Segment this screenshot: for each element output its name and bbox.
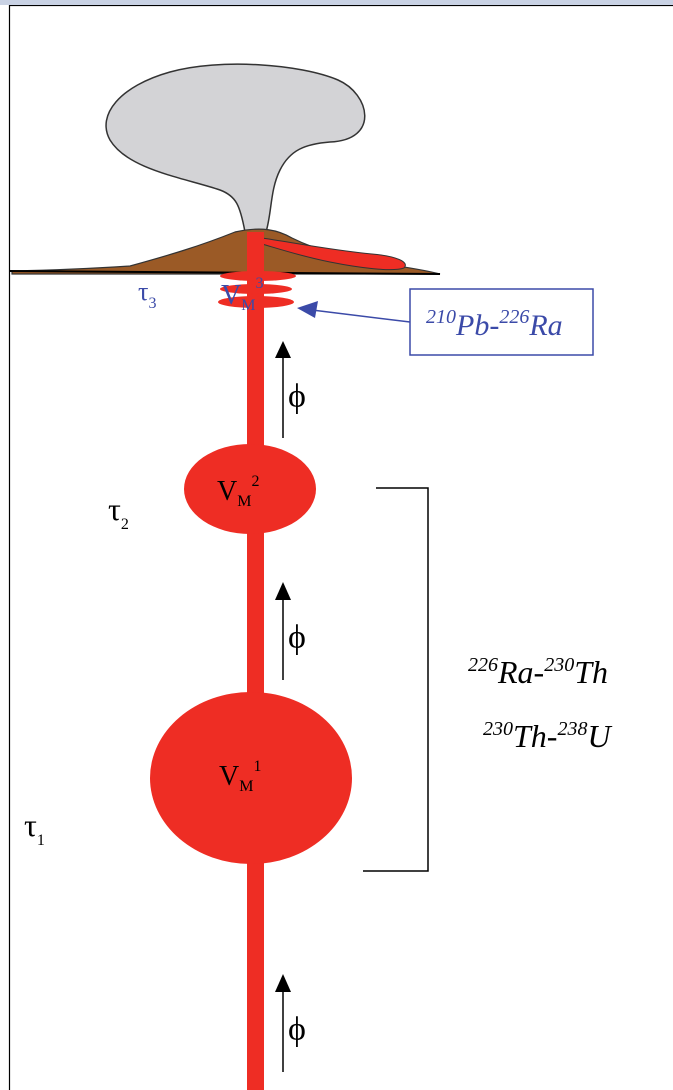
ra-th-label: 226Ra-230Th — [468, 654, 608, 690]
phi-arrow-lower: ϕ — [275, 974, 306, 1072]
phi-arrow-upper: ϕ — [275, 341, 306, 438]
deep-bracket — [363, 488, 428, 871]
phi-symbol: ϕ — [288, 619, 306, 656]
figure-frame — [10, 6, 673, 1090]
phi-symbol: ϕ — [288, 1011, 306, 1048]
chamber-vm2 — [184, 444, 316, 534]
top-strip — [0, 0, 673, 5]
phi-symbol: ϕ — [288, 378, 306, 415]
tau2-label: τ2 — [108, 491, 129, 533]
tau3-label: τ3 — [138, 277, 156, 312]
pb-ra-pointer-line — [312, 310, 410, 322]
pb-ra-pointer-head — [297, 301, 318, 318]
th-u-label: 230Th-238U — [483, 718, 612, 754]
tau1-label: τ1 — [24, 807, 45, 849]
eruption-plume — [106, 64, 365, 232]
phi-arrow-middle: ϕ — [275, 582, 306, 680]
magma-conduit — [247, 232, 264, 1090]
